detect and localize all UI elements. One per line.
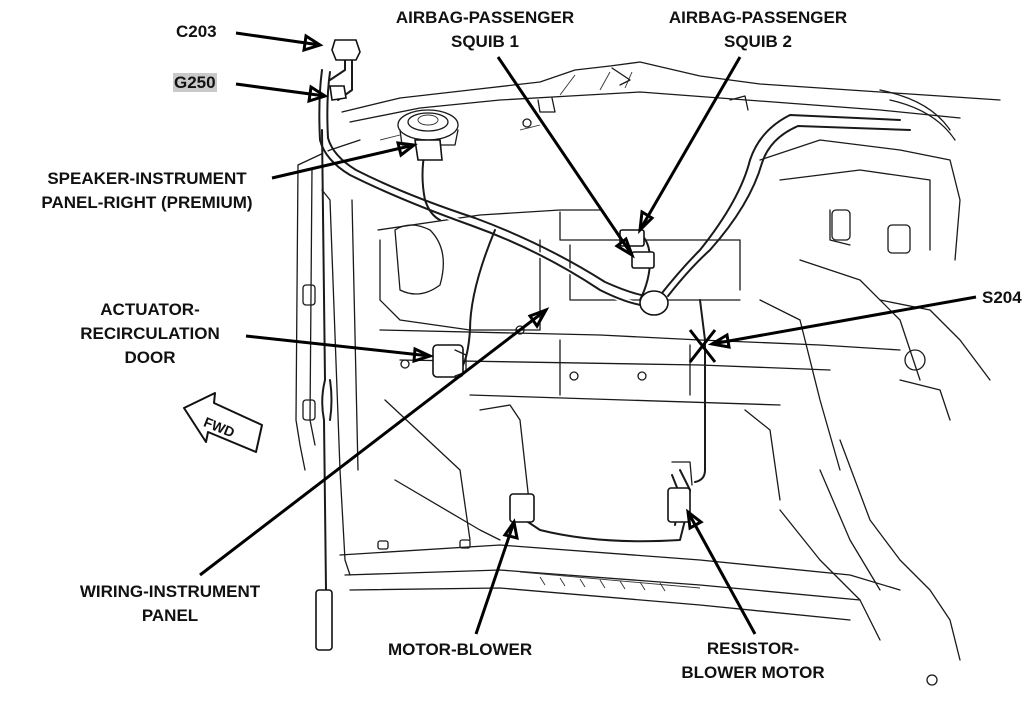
label-wiring-line1: WIRING-INSTRUMENT bbox=[79, 582, 261, 601]
label-airbag-squib1-line2: SQUIB 1 bbox=[450, 32, 520, 51]
leader-speaker bbox=[271, 143, 415, 180]
leader-actuator bbox=[245, 334, 431, 358]
label-airbag-squib2: AIRBAG-PASSENGER SQUIB 2 bbox=[628, 6, 888, 54]
label-resistor-line1: RESISTOR- bbox=[706, 639, 800, 658]
label-s204: S204 bbox=[982, 288, 1022, 307]
label-actuator-line1: ACTUATOR- bbox=[100, 300, 200, 319]
wiring-harness bbox=[315, 49, 911, 651]
label-speaker-line2: PANEL-RIGHT (PREMIUM) bbox=[41, 193, 253, 212]
label-airbag-squib2-line2: SQUIB 2 bbox=[723, 32, 793, 51]
label-speaker: SPEAKER-INSTRUMENT PANEL-RIGHT (PREMIUM) bbox=[2, 167, 292, 215]
leader-c203 bbox=[235, 31, 321, 47]
label-speaker-line1: SPEAKER-INSTRUMENT bbox=[47, 169, 247, 188]
label-actuator-line2: RECIRCULATION bbox=[80, 324, 220, 343]
leader-motor-blower bbox=[474, 521, 516, 635]
label-motor-blower: MOTOR-BLOWER bbox=[388, 640, 533, 659]
label-actuator-line3: DOOR bbox=[124, 348, 176, 367]
leader-lines bbox=[199, 31, 977, 635]
label-actuator: ACTUATOR- RECIRCULATION DOOR bbox=[50, 298, 250, 370]
leader-resistor bbox=[686, 511, 757, 635]
label-airbag-squib1-line1: AIRBAG-PASSENGER bbox=[395, 8, 575, 27]
leader-squib1 bbox=[496, 56, 634, 256]
leader-squib2 bbox=[638, 56, 742, 231]
label-g250: G250 bbox=[173, 71, 217, 95]
label-g250-text: G250 bbox=[173, 73, 217, 92]
label-airbag-squib2-line1: AIRBAG-PASSENGER bbox=[668, 8, 848, 27]
label-resistor: RESISTOR- BLOWER MOTOR bbox=[648, 637, 858, 685]
leader-s204 bbox=[711, 295, 977, 346]
components bbox=[329, 39, 717, 523]
label-wiring-line2: PANEL bbox=[141, 606, 199, 625]
label-airbag-squib1: AIRBAG-PASSENGER SQUIB 1 bbox=[355, 6, 615, 54]
label-c203: C203 bbox=[176, 22, 217, 41]
label-resistor-line2: BLOWER MOTOR bbox=[681, 663, 825, 682]
label-wiring: WIRING-INSTRUMENT PANEL bbox=[40, 580, 300, 628]
leader-wiring bbox=[199, 308, 547, 577]
fwd-arrow-icon bbox=[183, 392, 263, 453]
